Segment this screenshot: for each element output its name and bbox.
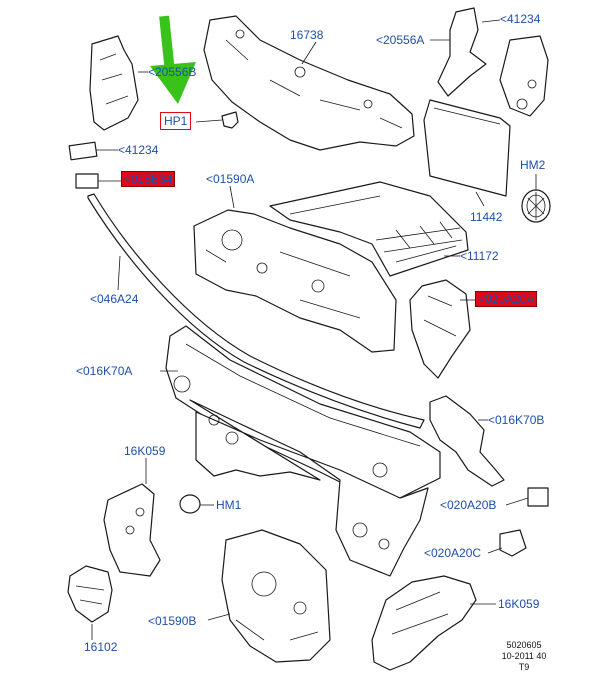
part-01590a-dash-panel bbox=[193, 209, 397, 353]
label-018b34[interactable]: <018B34 bbox=[120, 171, 176, 187]
reference-code: 5020605 bbox=[506, 640, 542, 650]
part-046a24-seal bbox=[87, 193, 425, 429]
reference-date: 10-2011 40 bbox=[501, 651, 547, 661]
label-20556a[interactable]: <20556A bbox=[376, 33, 425, 47]
label-046a24[interactable]: <046A24 bbox=[90, 292, 139, 306]
label-41234-top[interactable]: <41234 bbox=[500, 12, 541, 26]
part-16k059-right-bracket bbox=[371, 575, 477, 671]
label-020a20c[interactable]: <020A20C bbox=[424, 546, 482, 560]
label-01590b[interactable]: <01590B bbox=[148, 614, 197, 628]
label-016k70a[interactable]: <016K70A bbox=[76, 364, 133, 378]
label-16k059-right[interactable]: 16K059 bbox=[498, 597, 540, 611]
part-hm1-grommet bbox=[179, 494, 214, 514]
label-hm2[interactable]: HM2 bbox=[520, 158, 546, 172]
part-020a20b-block bbox=[527, 487, 549, 507]
part-bulkhead-lower bbox=[189, 399, 429, 577]
label-16738[interactable]: 16738 bbox=[290, 28, 324, 42]
part-hp1-plug bbox=[195, 111, 239, 129]
part-11442-pad bbox=[423, 99, 511, 197]
label-11172[interactable]: <11172 bbox=[460, 249, 499, 263]
part-01590b-panel bbox=[221, 529, 331, 663]
green-arrow-icon bbox=[150, 15, 196, 104]
part-11172-tray bbox=[269, 181, 469, 277]
label-41234-left[interactable]: <41234 bbox=[118, 143, 159, 157]
part-020a20c-piece bbox=[499, 529, 527, 557]
part-16738-insulator bbox=[203, 15, 415, 151]
label-hm1[interactable]: HM1 bbox=[216, 498, 242, 512]
part-16k059-left-bracket bbox=[103, 483, 161, 577]
label-11442[interactable]: 11442 bbox=[470, 210, 503, 224]
drawing-reference: 5020605 10-2011 40 T9 bbox=[494, 640, 554, 673]
part-41234-clip bbox=[68, 141, 98, 161]
part-016k70b-bracket bbox=[429, 395, 505, 487]
label-16102[interactable]: 16102 bbox=[84, 640, 118, 654]
label-020a20a[interactable]: <020A20A bbox=[474, 291, 538, 307]
label-20556b[interactable]: <20556B bbox=[148, 65, 197, 79]
part-018b34-clip bbox=[75, 173, 99, 189]
part-20556a-pillar bbox=[437, 7, 487, 97]
leader-lines bbox=[91, 19, 537, 640]
label-016k70b[interactable]: <016K70B bbox=[488, 413, 545, 427]
part-020a20a-bracket bbox=[409, 279, 471, 379]
label-01590a[interactable]: <01590A bbox=[206, 172, 255, 186]
part-41234-bracket bbox=[499, 35, 549, 117]
label-hp1[interactable]: HP1 bbox=[160, 112, 192, 130]
part-hm2-grommet bbox=[521, 189, 551, 223]
reference-suffix: T9 bbox=[518, 662, 530, 672]
part-16102-bracket bbox=[67, 565, 113, 623]
label-020a20b[interactable]: <020A20B bbox=[440, 498, 497, 512]
label-16k059-left[interactable]: 16K059 bbox=[124, 444, 166, 458]
part-20556b-pillar-trim bbox=[89, 35, 139, 131]
